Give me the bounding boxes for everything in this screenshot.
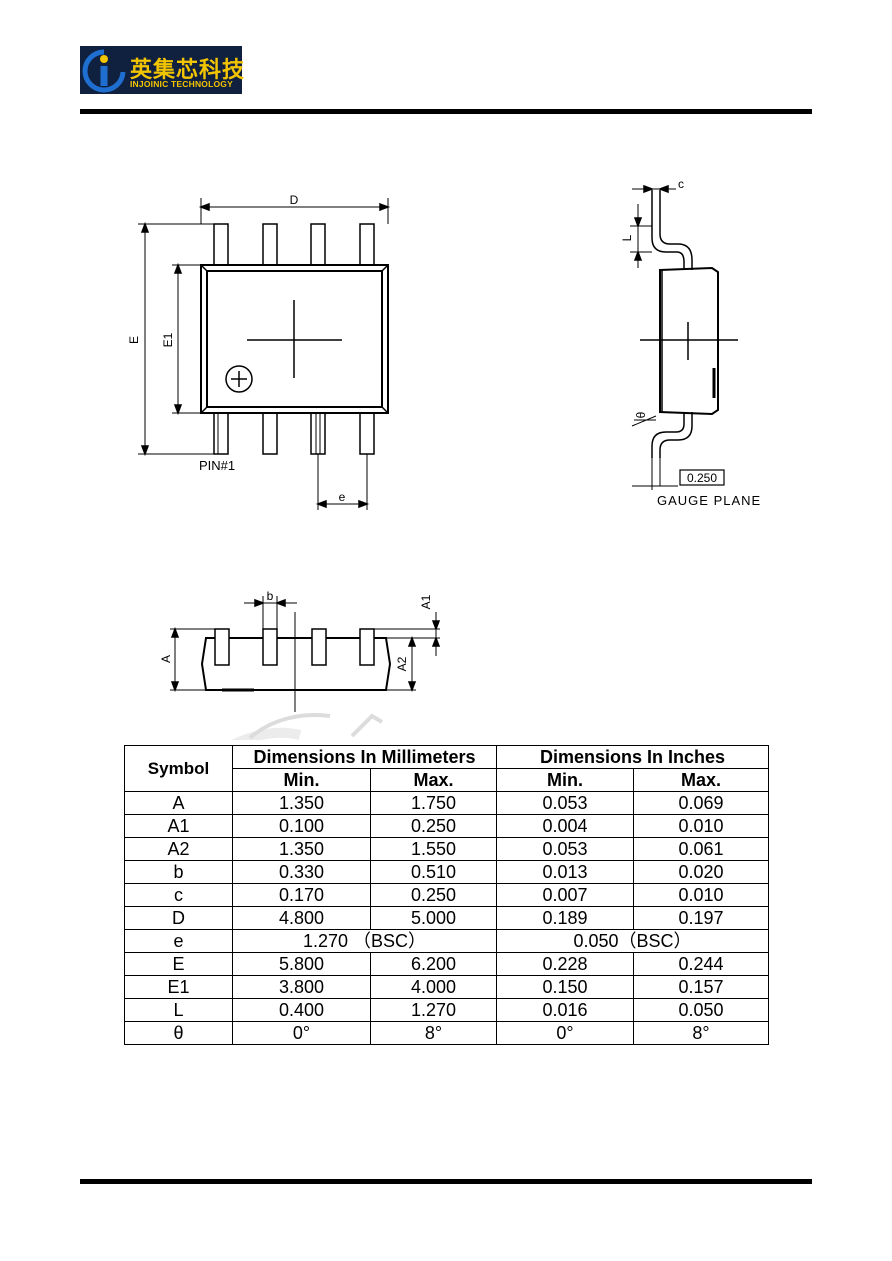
cell-mm-min: 0°	[232, 1021, 371, 1045]
header-mm-max: Max.	[370, 768, 497, 792]
dim-label-b: b	[267, 589, 274, 603]
table-row: θ 0° 8° 0° 8°	[124, 1021, 770, 1045]
header-in-min: Min.	[496, 768, 634, 792]
logo-name-en: INJOINIC TECHNOLOGY	[130, 79, 233, 89]
logo-mark-icon	[82, 49, 126, 93]
cell-in-max: 0.050	[632, 998, 770, 1022]
cell-in-min: 0.007	[496, 883, 634, 907]
cell-in-min: 0.016	[496, 998, 634, 1022]
cell-mm-max: 5.000	[370, 906, 497, 930]
cell-in-min: 0.053	[496, 791, 634, 815]
dim-label-A1: A1	[419, 594, 433, 609]
cell-mm-min: 5.800	[232, 952, 371, 976]
cell-mm-max: 0.250	[370, 883, 497, 907]
pin1-label: PIN#1	[199, 458, 235, 473]
cell-in-max: 0.197	[632, 906, 770, 930]
cell-mm-min: 0.170	[232, 883, 371, 907]
cell-in-min: 0.189	[496, 906, 634, 930]
cell-in-min: 0.004	[496, 814, 634, 838]
cell-symbol: L	[124, 998, 233, 1022]
cell-in-max: 0.244	[632, 952, 770, 976]
cell-symbol: A1	[124, 814, 233, 838]
package-outline-drawing: D E E1 e PIN#1 c L θ 0.2	[127, 177, 761, 740]
dim-label-c: c	[678, 177, 684, 191]
table-row: L 0.400 1.270 0.016 0.050	[124, 998, 770, 1022]
cell-mm-min: 4.800	[232, 906, 371, 930]
cell-in-max: 0.061	[632, 837, 770, 861]
cell-in-span: 0.050（BSC）	[495, 929, 770, 953]
table-row: A1 0.100 0.250 0.004 0.010	[124, 814, 770, 838]
table-row: A2 1.350 1.550 0.053 0.061	[124, 837, 770, 861]
cell-in-max: 0.069	[632, 791, 770, 815]
dim-label-A: A	[159, 655, 173, 663]
cell-mm-max: 1.550	[370, 837, 497, 861]
cell-mm-max: 1.750	[370, 791, 497, 815]
cell-symbol: b	[124, 860, 233, 884]
cell-mm-max: 1.270	[370, 998, 497, 1022]
header-inches: Dimensions In Inches	[495, 745, 770, 769]
footer-rule	[80, 1179, 812, 1184]
cell-mm-max: 4.000	[370, 975, 497, 999]
header-symbol: Symbol	[124, 745, 233, 792]
cell-mm-max: 6.200	[370, 952, 497, 976]
cell-in-min: 0.053	[496, 837, 634, 861]
company-logo: 英集芯科技 INJOINIC TECHNOLOGY	[80, 46, 246, 94]
cell-symbol: e	[124, 929, 233, 953]
cell-mm-min: 0.330	[232, 860, 371, 884]
cell-in-max: 0.157	[632, 975, 770, 999]
cell-symbol: A2	[124, 837, 233, 861]
cell-symbol: E1	[124, 975, 233, 999]
cell-mm-min: 1.350	[232, 837, 371, 861]
cell-in-min: 0.228	[496, 952, 634, 976]
table-row: E 5.800 6.200 0.228 0.244	[124, 952, 770, 976]
cell-symbol: c	[124, 883, 233, 907]
dim-label-D: D	[290, 193, 299, 207]
header-rule	[80, 109, 812, 114]
cell-in-min: 0.150	[496, 975, 634, 999]
dim-label-theta: θ	[634, 411, 648, 418]
cell-mm-max: 0.510	[370, 860, 497, 884]
cell-mm-max: 8°	[370, 1021, 497, 1045]
cell-in-min: 0°	[496, 1021, 634, 1045]
cell-symbol: E	[124, 952, 233, 976]
table-row: c 0.170 0.250 0.007 0.010	[124, 883, 770, 907]
table-row: A 1.350 1.750 0.053 0.069	[124, 791, 770, 815]
front-view	[170, 596, 441, 712]
gauge-value: 0.250	[687, 471, 717, 485]
table-row: D 4.800 5.000 0.189 0.197	[124, 906, 770, 930]
header-mm-min: Min.	[232, 768, 371, 792]
header-in-max: Max.	[632, 768, 770, 792]
table-row: E1 3.800 4.000 0.150 0.157	[124, 975, 770, 999]
watermark	[231, 727, 302, 740]
dim-label-E1: E1	[161, 332, 175, 347]
cell-in-max: 8°	[632, 1021, 770, 1045]
dim-label-A2: A2	[395, 656, 409, 671]
cell-in-max: 0.020	[632, 860, 770, 884]
side-view	[630, 184, 738, 490]
dim-label-E: E	[127, 336, 141, 344]
header-millimeters: Dimensions In Millimeters	[232, 745, 497, 769]
cell-mm-min: 0.100	[232, 814, 371, 838]
dimensions-table: Symbol Dimensions In Millimeters Dimensi…	[124, 745, 770, 1045]
dim-label-e: e	[339, 490, 346, 504]
cell-mm-min: 3.800	[232, 975, 371, 999]
dim-label-L: L	[620, 234, 634, 241]
cell-symbol: D	[124, 906, 233, 930]
table-row: e 1.270 （BSC） 0.050（BSC）	[124, 929, 770, 953]
gauge-box	[679, 469, 725, 486]
cell-mm-span: 1.270 （BSC）	[232, 929, 497, 953]
cell-mm-min: 0.400	[232, 998, 371, 1022]
cell-symbol: A	[124, 791, 233, 815]
cell-symbol: θ	[124, 1021, 233, 1045]
cell-in-max: 0.010	[632, 883, 770, 907]
cell-in-max: 0.010	[632, 814, 770, 838]
cell-mm-max: 0.250	[370, 814, 497, 838]
top-view	[138, 198, 391, 510]
table-row: b 0.330 0.510 0.013 0.020	[124, 860, 770, 884]
logo-name-cn: 英集芯科技	[130, 58, 246, 83]
cell-mm-min: 1.350	[232, 791, 371, 815]
cell-in-min: 0.013	[496, 860, 634, 884]
gauge-plane-label: GAUGE PLANE	[657, 493, 761, 508]
